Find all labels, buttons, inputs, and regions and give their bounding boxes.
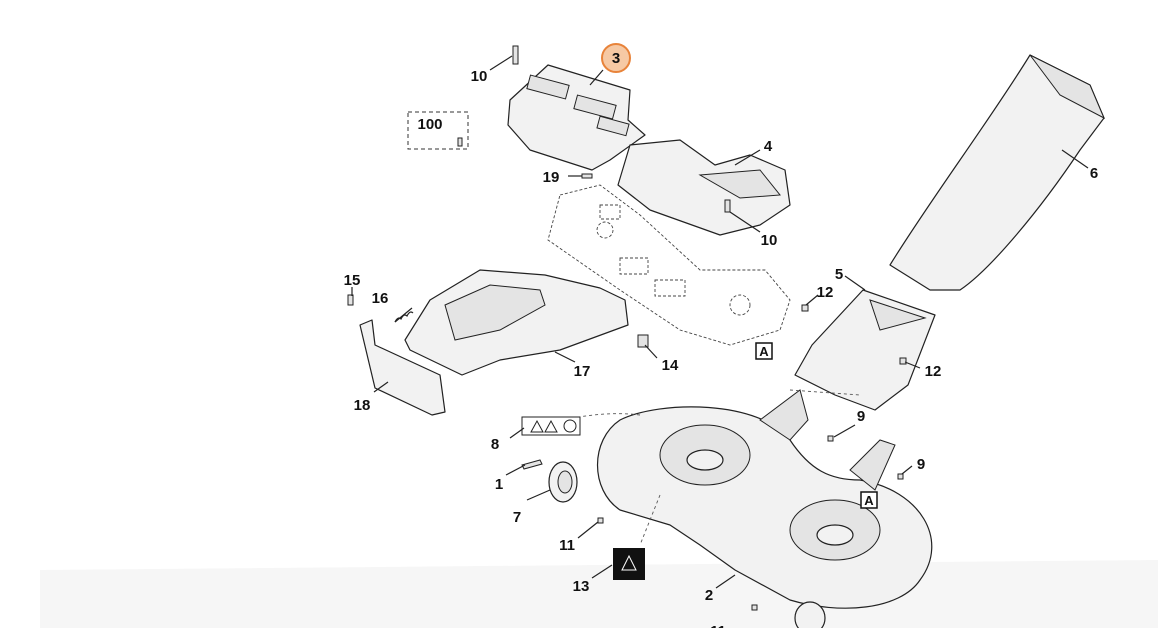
callout-9-upper[interactable]: 9 xyxy=(857,408,865,425)
hardware-bits xyxy=(347,45,907,611)
part-4-cover[interactable] xyxy=(617,139,791,236)
label-13-dotted-leader xyxy=(639,494,661,546)
callout-11-lower[interactable]: 11 xyxy=(710,623,726,628)
deck-rear-wheel xyxy=(794,601,826,628)
callout-13[interactable]: 13 xyxy=(573,578,590,595)
callout-12-right[interactable]: 12 xyxy=(925,363,942,380)
part-18-bracket[interactable] xyxy=(359,319,446,416)
callout-10-top[interactable]: 10 xyxy=(471,68,488,85)
callout-4[interactable]: 4 xyxy=(764,138,773,155)
callout-14[interactable]: 14 xyxy=(662,357,679,374)
callout-8[interactable]: 8 xyxy=(491,436,499,453)
reference-a-upper: A xyxy=(759,344,769,359)
label-8-dotted-leader xyxy=(529,413,641,429)
callout-19[interactable]: 19 xyxy=(543,169,560,186)
part-3-top-cover[interactable] xyxy=(507,64,646,171)
callout-9-lower[interactable]: 9 xyxy=(917,456,925,473)
callout-11-upper[interactable]: 11 xyxy=(559,537,575,554)
callout-5[interactable]: 5 xyxy=(835,266,843,283)
part-13-decal[interactable] xyxy=(613,548,645,580)
part-8-warning-label[interactable] xyxy=(521,416,581,436)
mounting-plate-ghost xyxy=(547,184,791,346)
callout-100[interactable]: 100 xyxy=(417,116,442,133)
ground-shadow xyxy=(40,560,1158,628)
callout-18[interactable]: 18 xyxy=(354,397,371,414)
part-16-spring[interactable] xyxy=(394,307,414,323)
leader-lines xyxy=(351,55,921,589)
reference-box-a-lower xyxy=(860,491,878,509)
part-6-discharge-chute[interactable] xyxy=(889,54,1106,291)
part-5-chute-adapter[interactable] xyxy=(794,275,936,411)
callout-15[interactable]: 15 xyxy=(344,272,361,289)
callout-10-mid[interactable]: 10 xyxy=(761,232,778,249)
reference-box-a-upper xyxy=(755,342,773,360)
callout-12-top[interactable]: 12 xyxy=(817,284,834,301)
callout-1[interactable]: 1 xyxy=(495,476,503,493)
callout-6[interactable]: 6 xyxy=(1090,165,1098,182)
callout-100-dashed-box xyxy=(407,111,469,150)
part-2-mower-deck[interactable] xyxy=(596,389,933,609)
part-17-front-duct[interactable] xyxy=(404,269,629,376)
callout-2[interactable]: 2 xyxy=(705,587,713,604)
callout-16[interactable]: 16 xyxy=(372,290,389,307)
callout-17[interactable]: 17 xyxy=(574,363,591,380)
callout-7[interactable]: 7 xyxy=(513,509,521,526)
callout-3[interactable]: 3 xyxy=(612,50,620,67)
callout-labels: 10 3 100 4 19 10 6 15 16 5 12 14 17 12 1… xyxy=(344,50,1099,628)
part-7-wheel[interactable] xyxy=(548,461,578,503)
callout-3-highlight xyxy=(601,43,631,73)
reference-a-lower: A xyxy=(864,493,874,508)
